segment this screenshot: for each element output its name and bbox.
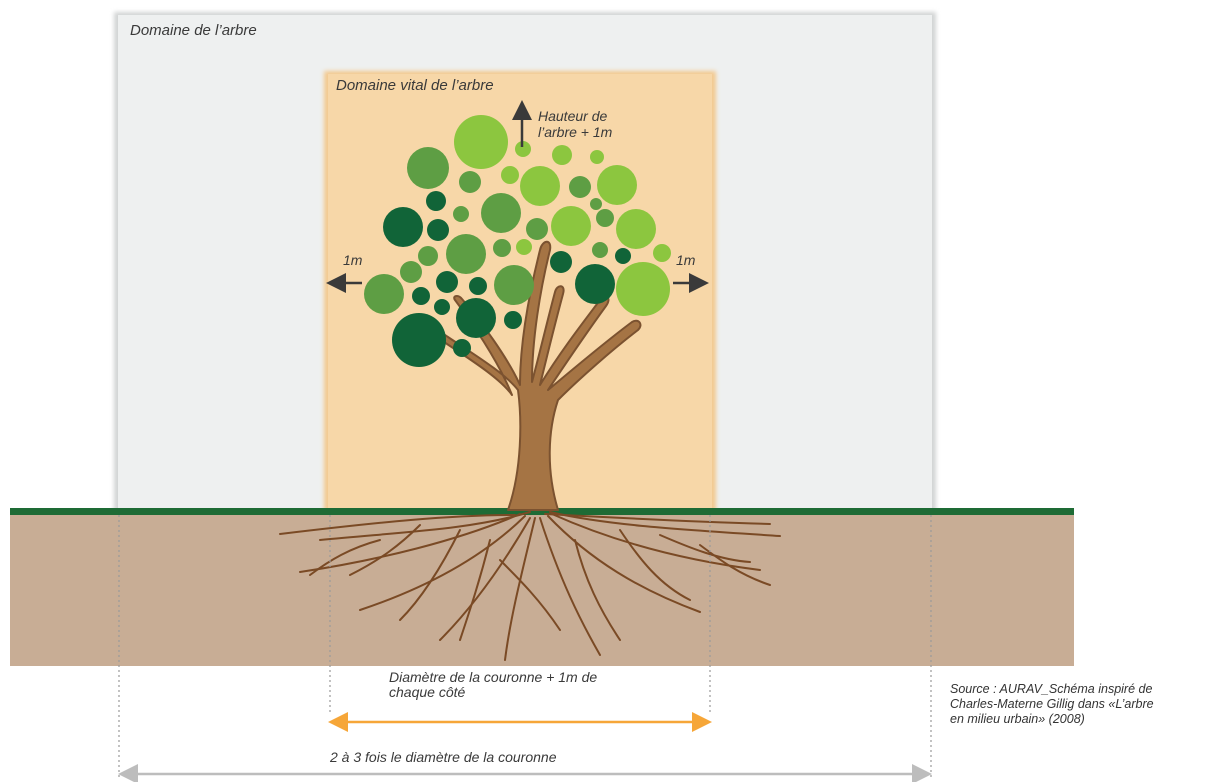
guide-lines <box>118 515 932 780</box>
leaf <box>427 219 449 241</box>
vital-zone-label: Domaine vital de l’arbre <box>336 77 494 94</box>
leaf <box>469 277 487 295</box>
leaf <box>446 234 486 274</box>
leaf <box>501 166 519 184</box>
crown-span-label-line2: chaque côté <box>389 684 466 700</box>
leaf <box>590 198 602 210</box>
leaf <box>653 244 671 262</box>
right-margin-label: 1m <box>676 252 696 268</box>
leaf <box>407 147 449 189</box>
leaf <box>453 339 471 357</box>
leaf <box>364 274 404 314</box>
source-line2: Charles-Materne Gillig dans «L’arbre <box>950 697 1154 711</box>
height-label-line2: l’arbre + 1m <box>538 124 613 140</box>
leaf <box>550 251 572 273</box>
leaf <box>597 165 637 205</box>
leaf <box>590 150 604 164</box>
leaf <box>456 298 496 338</box>
leaf <box>436 271 458 293</box>
leaf <box>493 239 511 257</box>
leaf <box>575 264 615 304</box>
leaf <box>459 171 481 193</box>
leaf <box>551 206 591 246</box>
crown <box>364 115 671 367</box>
leaf <box>569 176 591 198</box>
height-label-line1: Hauteur de <box>538 108 608 124</box>
leaf <box>418 246 438 266</box>
leaf <box>515 141 531 157</box>
leaf <box>454 115 508 169</box>
domain-span-label: 2 à 3 fois le diamètre de la couronne <box>330 749 557 765</box>
crown-span-label-line1: Diamètre de la couronne + 1m de <box>389 669 598 685</box>
leaf <box>504 311 522 329</box>
leaf <box>434 299 450 315</box>
leaf <box>526 218 548 240</box>
leaf <box>616 262 670 316</box>
leaf <box>592 242 608 258</box>
leaf <box>412 287 430 305</box>
left-margin-label: 1m <box>343 252 363 268</box>
ground-line <box>10 508 1074 515</box>
leaf <box>453 206 469 222</box>
outer-zone-label: Domaine de l’arbre <box>130 22 257 39</box>
leaf <box>426 191 446 211</box>
leaf <box>616 209 656 249</box>
source-line1: Source : AURAV_Schéma inspiré de <box>950 682 1153 696</box>
leaf <box>520 166 560 206</box>
leaf <box>516 239 532 255</box>
leaf <box>383 207 423 247</box>
leaf <box>400 261 422 283</box>
leaf <box>481 193 521 233</box>
leaf <box>596 209 614 227</box>
leaf <box>392 313 446 367</box>
soil <box>10 514 1074 666</box>
leaf <box>494 265 534 305</box>
leaf <box>615 248 631 264</box>
roots <box>279 511 781 661</box>
tree-trunk <box>439 240 642 511</box>
source-line3: en milieu urbain» (2008) <box>950 712 1085 726</box>
leaf <box>552 145 572 165</box>
